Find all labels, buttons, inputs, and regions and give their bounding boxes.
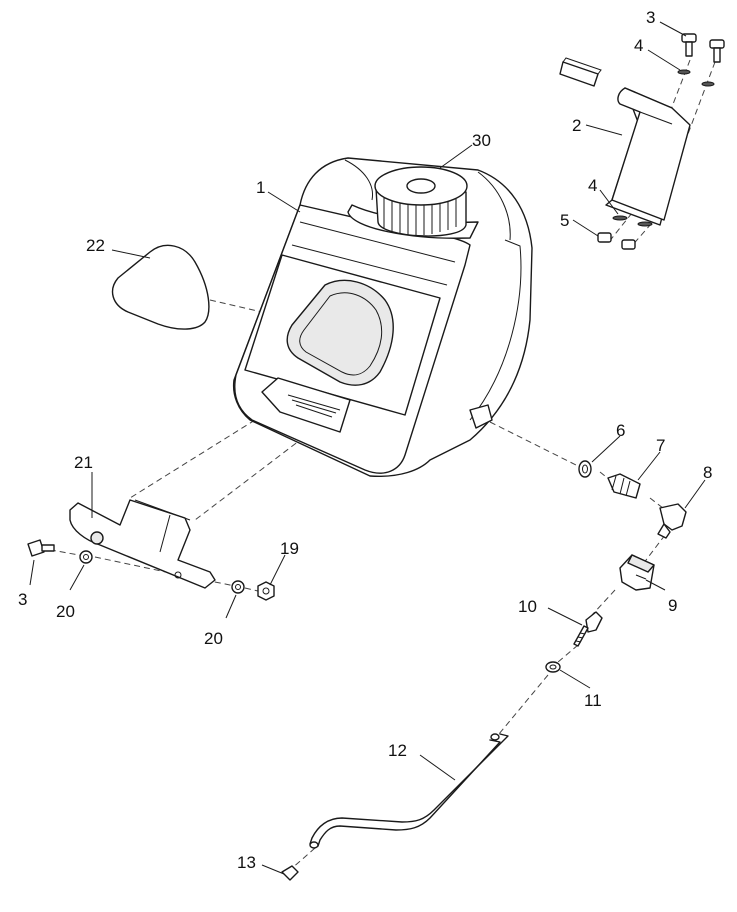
callout-21: 21	[74, 453, 93, 472]
fuel-line	[309, 733, 509, 849]
lower-washers-nuts	[597, 215, 653, 250]
callout-12: 12	[388, 741, 407, 760]
callout-19: 19	[280, 539, 299, 558]
nozzle-fitting	[573, 611, 603, 647]
callout-labels: 1 30 22 2 3 4 4 5 21 6 7 8 9 10 11 12 13…	[18, 8, 712, 872]
callout-1: 1	[256, 178, 265, 197]
filler-cap	[374, 166, 468, 237]
guard-fasteners	[27, 539, 275, 601]
line-end-cap	[281, 865, 299, 881]
callout-3-top: 3	[646, 8, 655, 27]
callout-11: 11	[584, 691, 602, 710]
callout-8: 8	[703, 463, 712, 482]
callout-5: 5	[560, 211, 569, 230]
callout-6: 6	[616, 421, 625, 440]
sealing-washer	[578, 460, 592, 478]
leader-lines	[29, 21, 706, 875]
callout-4-top: 4	[634, 36, 643, 55]
spacer-bar	[559, 57, 602, 87]
callout-22: 22	[86, 236, 105, 255]
callout-3-left: 3	[18, 590, 27, 609]
sight-glass-lens	[111, 244, 210, 330]
callout-13: 13	[237, 853, 256, 872]
mounting-bracket	[605, 87, 691, 226]
callout-20-right: 20	[204, 629, 223, 648]
elbow-fitting	[657, 503, 687, 539]
hose-clamp	[545, 661, 561, 673]
callout-4-bottom: 4	[588, 176, 597, 195]
callout-10: 10	[518, 597, 537, 616]
callout-30: 30	[472, 131, 491, 150]
callout-20-left: 20	[56, 602, 75, 621]
guard-plate	[69, 499, 216, 589]
callout-7: 7	[656, 436, 665, 455]
threaded-fitting	[607, 473, 641, 499]
callout-9: 9	[668, 596, 677, 615]
callout-2: 2	[572, 116, 581, 135]
top-bolts	[677, 33, 725, 87]
fuel-tank	[232, 157, 533, 478]
fuel-valve	[619, 554, 655, 591]
